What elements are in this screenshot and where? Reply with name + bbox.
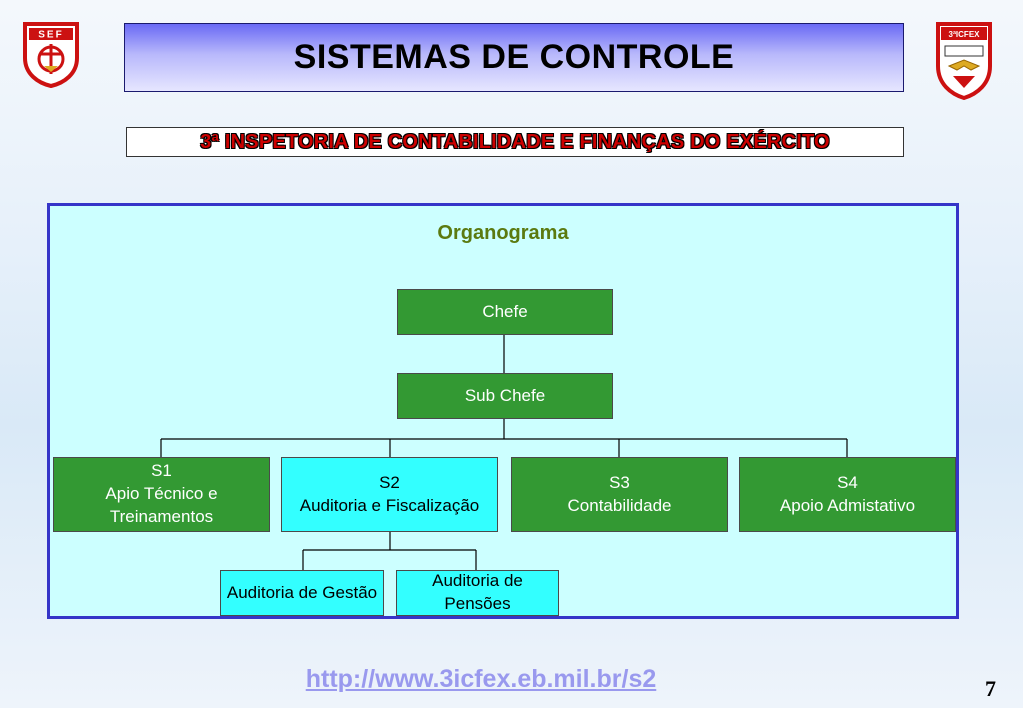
node-sub-chefe-label: Sub Chefe bbox=[464, 385, 546, 405]
subtitle-text: 3ª INSPETORIA DE CONTABILIDADE E FINANÇA… bbox=[200, 130, 830, 153]
logo-left-text: SEF bbox=[38, 30, 63, 41]
icfex-shield-logo: 3ªICFEX bbox=[936, 22, 992, 100]
node-s4: S4 Apoio Admistativo bbox=[739, 457, 956, 532]
org-chart-title: Organograma bbox=[437, 222, 569, 244]
node-s3: S3 Contabilidade bbox=[511, 457, 728, 532]
logo-right-text: 3ªICFEX bbox=[949, 30, 981, 39]
node-s1-label: Apio Técnico e Treinamentos bbox=[105, 484, 218, 526]
node-s4-code: S4 bbox=[837, 472, 858, 492]
node-s1-code: S1 bbox=[151, 461, 172, 481]
node-chefe-label: Chefe bbox=[482, 301, 528, 321]
node-s2-code: S2 bbox=[379, 472, 400, 492]
node-s4-label: Apoio Admistativo bbox=[779, 495, 916, 515]
org-chart-connectors bbox=[160, 333, 848, 570]
node-auditoria-gestao: Auditoria de Gestão bbox=[220, 570, 384, 616]
page-title: SISTEMAS DE CONTROLE bbox=[293, 38, 735, 76]
page-number: 7 bbox=[985, 676, 996, 701]
node-s2: S2 Auditoria e Fiscalização bbox=[281, 457, 498, 532]
page-title-bar: SISTEMAS DE CONTROLE bbox=[124, 23, 904, 92]
node-auditoria-pensoes: Auditoria de Pensões bbox=[396, 570, 559, 616]
node-auditoria-pensoes-label: Auditoria de Pensões bbox=[432, 571, 523, 613]
node-s2-label: Auditoria e Fiscalização bbox=[299, 495, 480, 515]
org-chart-panel: Organograma Chefe Sub Chefe S1 Apio Técn… bbox=[47, 203, 959, 619]
subtitle-box: 3ª INSPETORIA DE CONTABILIDADE E FINANÇA… bbox=[126, 127, 904, 157]
node-sub-chefe: Sub Chefe bbox=[397, 373, 613, 419]
node-chefe: Chefe bbox=[397, 289, 613, 335]
node-s3-label: Contabilidade bbox=[567, 495, 672, 515]
node-s1: S1 Apio Técnico e Treinamentos bbox=[53, 457, 270, 532]
footer-url-link[interactable]: http://www.3icfex.eb.mil.br/s2 bbox=[305, 665, 657, 693]
sef-shield-logo: SEF bbox=[23, 22, 79, 88]
node-auditoria-gestao-label: Auditoria de Gestão bbox=[226, 582, 378, 602]
node-s3-code: S3 bbox=[609, 472, 630, 492]
